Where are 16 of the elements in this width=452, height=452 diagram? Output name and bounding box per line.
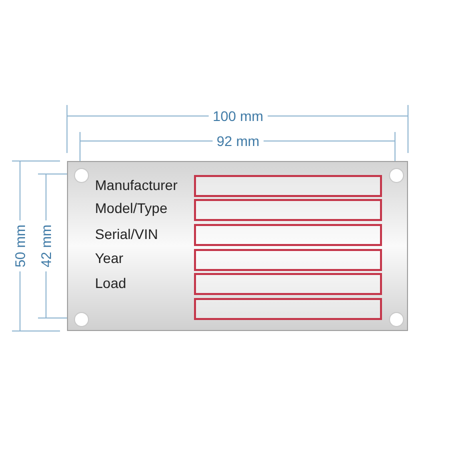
field-label: Year	[95, 251, 124, 265]
dimension-label: 92 mm	[212, 134, 264, 148]
field-label: Model/Type	[95, 201, 168, 215]
field-label: Serial/VIN	[95, 227, 158, 241]
field-label: Manufacturer	[95, 178, 178, 192]
blank-field	[194, 249, 382, 271]
blank-field	[194, 224, 382, 246]
blank-field	[194, 175, 382, 197]
blank-field	[194, 298, 382, 320]
dimension-label: 100 mm	[208, 109, 268, 123]
blank-field	[194, 199, 382, 221]
field-label: Load	[95, 276, 126, 290]
dimension-label: 50 mm	[13, 220, 27, 272]
metal-plate	[67, 161, 408, 331]
dimension-label: 42 mm	[39, 220, 53, 272]
blank-field	[194, 273, 382, 295]
